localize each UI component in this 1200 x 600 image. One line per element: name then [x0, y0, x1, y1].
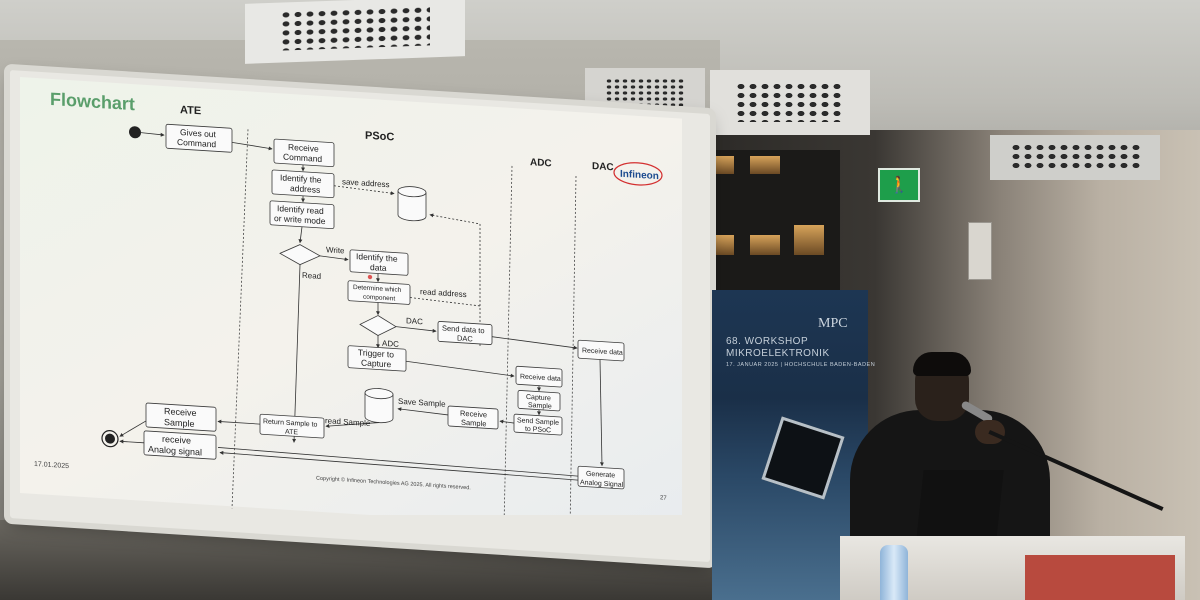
svg-text:address: address [290, 183, 320, 195]
edge-read: Read [302, 271, 321, 281]
edge-save-address: save address [342, 177, 390, 189]
svg-text:Trigger to: Trigger to [358, 347, 394, 359]
svg-text:Command: Command [283, 152, 322, 164]
edge-adc: ADC [382, 339, 399, 349]
svg-text:Identify the: Identify the [356, 251, 398, 264]
node-receive-sample-ate [145, 402, 217, 432]
banner-line3: 17. JANUAR 2025 | HOCHSCHULE BADEN-BADEN [726, 362, 876, 368]
exit-sign-icon: 🚶 [878, 168, 920, 202]
end-node [101, 430, 119, 448]
node-receive-data-dac [577, 339, 625, 362]
svg-text:Analog Signal: Analog Signal [580, 479, 624, 489]
svg-text:Analog signal: Analog signal [148, 444, 202, 457]
banner-line2: MIKROELEKTRONIK [726, 348, 830, 359]
svg-text:Receive data: Receive data [520, 373, 561, 383]
edge-read-sample: read Sample [325, 416, 371, 428]
node-gives-out-command [165, 123, 233, 153]
edge-write: Write [326, 245, 345, 255]
svg-text:to PSoC: to PSoC [525, 426, 551, 435]
lane-adc: ADC [530, 157, 552, 169]
svg-text:ATE: ATE [285, 429, 298, 437]
svg-text:component: component [363, 294, 395, 303]
svg-text:Send Sample: Send Sample [517, 417, 559, 427]
svg-text:Identify read: Identify read [277, 203, 324, 216]
podium-logo [1025, 555, 1175, 600]
edge-read-address: read address [420, 287, 467, 299]
water-bottle [880, 545, 908, 600]
svg-text:Determine which: Determine which [353, 284, 402, 294]
slide: Flowchart ATE PSoC ADC DAC Infineon Give… [20, 77, 682, 515]
node-trigger-capture [347, 345, 407, 372]
mpc-logo: MPC [818, 316, 848, 331]
laptop [916, 470, 1004, 540]
ceiling-vent [710, 70, 870, 135]
svg-text:receive: receive [162, 434, 191, 446]
address-storage-icon [397, 186, 427, 222]
svg-text:Receive data: Receive data [582, 347, 623, 357]
lane-psoc: PSoC [365, 130, 394, 144]
presenter-hair [913, 352, 971, 376]
svg-text:Generate: Generate [586, 471, 615, 480]
slide-date: 17.01.2025 [34, 461, 69, 470]
svg-text:Gives out: Gives out [180, 127, 217, 139]
svg-text:Receive: Receive [288, 142, 319, 154]
svg-text:or write mode: or write mode [274, 213, 326, 226]
edge-dac: DAC [406, 316, 423, 326]
window [700, 150, 840, 290]
slide-page-number: 27 [660, 495, 667, 501]
svg-text:Sample: Sample [164, 417, 194, 429]
node-receive-sample-psoc [447, 405, 499, 430]
svg-text:DAC: DAC [457, 334, 473, 344]
edge-save-sample: Save Sample [398, 397, 446, 409]
banner-line1: 68. WORKSHOP [726, 336, 809, 347]
svg-text:Sample: Sample [528, 402, 552, 410]
lane-ate: ATE [180, 104, 201, 117]
wall-speaker [968, 222, 992, 280]
svg-text:Return Sample to: Return Sample to [263, 418, 318, 428]
svg-text:Capture: Capture [526, 394, 551, 403]
node-send-to-dac [437, 321, 493, 345]
start-node [129, 126, 141, 139]
svg-text:Capture: Capture [361, 357, 391, 369]
svg-text:Identify the: Identify the [280, 172, 322, 185]
sample-storage-icon [364, 388, 394, 424]
svg-text:Command: Command [177, 137, 216, 149]
svg-text:data: data [370, 262, 387, 273]
node-determine-component [347, 280, 411, 305]
infineon-logo: Infineon [613, 162, 663, 186]
ceiling-vent [990, 135, 1160, 180]
node-identify-data [349, 249, 409, 276]
svg-text:Send data to: Send data to [442, 324, 485, 336]
svg-text:Receive: Receive [164, 406, 196, 418]
lane-dac: DAC [592, 161, 614, 173]
svg-text:Receive: Receive [460, 409, 487, 420]
svg-text:Infineon: Infineon [620, 169, 659, 182]
svg-text:Sample: Sample [461, 418, 486, 429]
node-receive-command [273, 138, 335, 168]
